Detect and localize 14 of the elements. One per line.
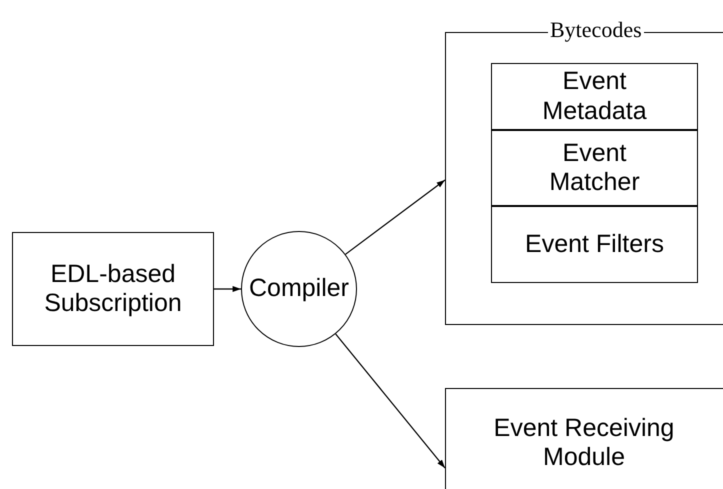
node-label: EDL-based Subscription xyxy=(43,260,183,318)
arrow xyxy=(345,180,446,255)
process-box xyxy=(491,130,698,206)
process-box xyxy=(445,388,723,489)
process-box xyxy=(491,206,698,283)
arrow xyxy=(214,286,241,292)
node-label: Event Filters xyxy=(525,230,664,260)
process-box xyxy=(491,63,698,130)
node-label: Event Matcher xyxy=(548,138,641,198)
process-box xyxy=(12,232,214,346)
node-label: Event Receiving Module xyxy=(492,414,676,472)
arrow xyxy=(335,334,446,468)
node-label: Compiler xyxy=(248,274,350,304)
node-label: Event Metadata xyxy=(541,67,648,126)
